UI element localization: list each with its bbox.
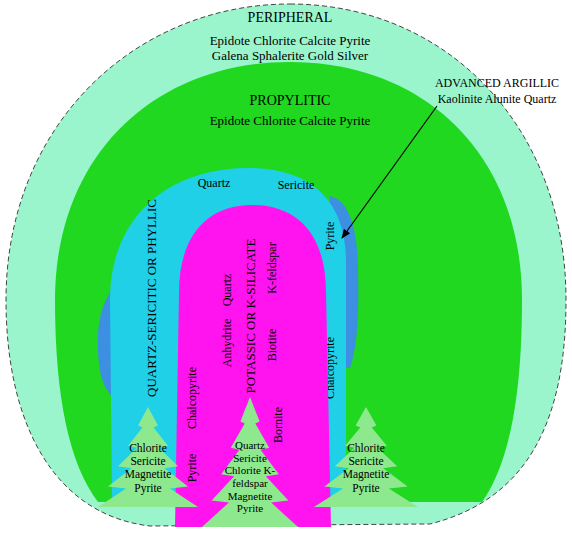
alteration-zone: Quartz Sericite Chlorite K-feldspar Magn… <box>200 390 300 530</box>
zone-label: Sericite <box>278 179 315 193</box>
zone-label: Chalcopyrite <box>186 367 200 429</box>
zone-label: Quartz Sericite Chlorite K-feldspar Magn… <box>219 439 281 515</box>
alteration-zone: Chlorite Sericite Magnetite Pyrite <box>94 400 206 510</box>
zone-label: Chlorite Sericite Magnetite Pyrite <box>334 442 398 495</box>
zone-label: ADVANCED ARGILLIC <box>435 77 559 91</box>
zone-label: Pyrite <box>324 222 338 251</box>
zone-label: Anhydrite <box>221 319 235 368</box>
zone-shape <box>98 405 198 507</box>
zone-label: Epidote Chlorite Calcite Pyrite <box>210 114 371 129</box>
zone-shape <box>175 205 331 527</box>
alteration-zone: POTASSIC OR K-SILICATE QuartzAnhydriteCha… <box>170 198 335 530</box>
zone-label: QUARTZ-SERICITIC OR PHYLLIC <box>145 199 160 397</box>
zone-label: PROPYLITIC <box>250 93 331 109</box>
alteration-zone: Chlorite Sericite Magnetite Pyrite <box>308 400 424 510</box>
zone-label: Quartz <box>198 177 231 191</box>
alteration-zone: PROPYLITIC Epidote Chlorite Calcite Pyrit… <box>50 58 526 506</box>
zone-label: Chlorite Sericite Magnetite Pyrite <box>116 442 180 495</box>
zone-label: Epidote Chlorite Calcite Pyrite Galena S… <box>190 34 390 64</box>
zone-shape <box>314 405 418 507</box>
zone-label: PERIPHERAL <box>248 10 333 26</box>
zone-label: Kaolinite Alunite Quartz <box>438 93 557 107</box>
zone-label: Pyrite <box>186 454 200 483</box>
zone-label: Biotite <box>266 329 280 362</box>
zone-shape <box>6 4 566 526</box>
zone-label: Bornite <box>272 407 286 443</box>
zone-label: POTASSIC OR K-SILICATE <box>244 239 259 394</box>
zone-label: K-feldspar <box>266 242 280 293</box>
zone-shape <box>202 395 298 527</box>
zone-label: Quartz <box>221 274 235 307</box>
